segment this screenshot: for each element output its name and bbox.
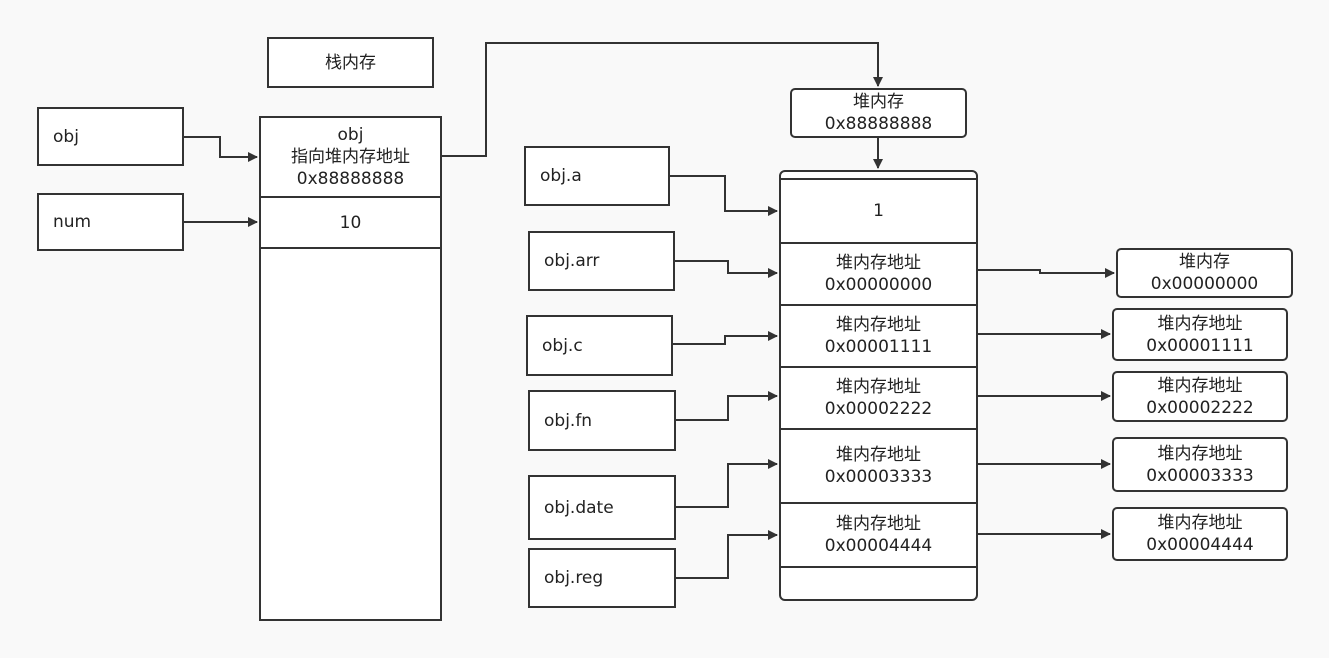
heap-header-title: 堆内存 <box>853 92 904 112</box>
prop-label: obj.reg <box>544 568 604 588</box>
prop-box-obj-date: obj.date <box>528 475 676 540</box>
heap-cell-line1: 1 <box>873 201 884 221</box>
heap-cell-line1: 堆内存地址 <box>836 315 921 335</box>
prop-label: obj.arr <box>544 251 600 271</box>
target-line2: 0x00002222 <box>1146 397 1254 418</box>
stack-var-num: num <box>37 193 184 251</box>
target-box-date: 堆内存地址 0x00003333 <box>1112 437 1288 492</box>
heap-cell-fn: 堆内存地址 0x00002222 <box>781 368 976 430</box>
stack-cell-num-value: 10 <box>339 212 362 233</box>
stack-var-obj-label: obj <box>53 126 79 147</box>
target-line2: 0x00000000 <box>1150 274 1259 294</box>
stack-cell-obj-name: obj <box>337 125 364 145</box>
prop-box-obj-c: obj.c <box>526 315 673 376</box>
prop-box-obj-fn: obj.fn <box>528 390 676 451</box>
target-line1: 堆内存 <box>1179 252 1230 272</box>
heap-cell-line1: 堆内存地址 <box>836 514 921 534</box>
prop-label: obj.fn <box>544 410 593 431</box>
arrow-prop-a <box>670 175 778 216</box>
target-line1: 堆内存地址 <box>1157 513 1243 533</box>
arrow-prop-c <box>673 331 778 345</box>
prop-box-obj-reg: obj.reg <box>528 548 676 608</box>
heap-cell-line2: 0x00000000 <box>824 275 933 295</box>
prop-label: obj.date <box>544 497 614 518</box>
target-box-arr: 堆内存 0x00000000 <box>1116 248 1293 298</box>
heap-cell-a: 1 <box>781 180 976 244</box>
arrow-prop-arr <box>675 260 778 278</box>
stack-cell-obj-addr: 0x88888888 <box>296 169 405 189</box>
target-line2: 0x00003333 <box>1146 465 1254 486</box>
stack-memory-column: obj 指向堆内存地址 0x88888888 10 <box>259 116 442 621</box>
stack-memory-title-text: 栈内存 <box>325 52 376 73</box>
target-line1: 堆内存地址 <box>1157 313 1243 334</box>
stack-var-obj: obj <box>37 107 184 166</box>
prop-label: obj.c <box>542 335 583 356</box>
stack-cell-num: 10 <box>261 198 440 249</box>
stack-var-num-label: num <box>53 212 92 232</box>
heap-cell-line2: 0x00002222 <box>824 399 933 419</box>
heap-cell-line2: 0x00001111 <box>824 337 933 357</box>
heap-cell-line1: 堆内存地址 <box>836 377 921 397</box>
heap-cell-line2: 0x00004444 <box>824 536 933 556</box>
target-line1: 堆内存地址 <box>1157 443 1243 464</box>
stack-memory-title: 栈内存 <box>267 37 434 88</box>
target-line1: 堆内存地址 <box>1157 375 1243 396</box>
heap-cell-top-strip <box>781 172 976 180</box>
prop-label: obj.a <box>540 166 582 186</box>
heap-header-box: 堆内存 0x88888888 <box>790 88 967 138</box>
target-line2: 0x00001111 <box>1146 335 1254 356</box>
heap-header-addr: 0x88888888 <box>824 114 933 134</box>
heap-cell-date: 堆内存地址 0x00003333 <box>781 430 976 504</box>
target-box-reg: 堆内存地址 0x00004444 <box>1112 507 1288 561</box>
prop-box-obj-a: obj.a <box>524 146 670 206</box>
prop-box-obj-arr: obj.arr <box>528 231 675 291</box>
heap-cell-reg: 堆内存地址 0x00004444 <box>781 504 976 568</box>
arrow-heap-arr-to-target <box>978 268 1115 278</box>
heap-cell-line1: 堆内存地址 <box>836 445 921 465</box>
stack-cell-obj-desc: 指向堆内存地址 <box>291 147 410 167</box>
heap-memory-column: 1 堆内存地址 0x00000000 堆内存地址 0x00001111 堆内存地… <box>779 170 978 601</box>
heap-cell-line1: 堆内存地址 <box>836 253 921 273</box>
heap-cell-arr: 堆内存地址 0x00000000 <box>781 244 976 306</box>
arrow-prop-fn <box>676 391 778 421</box>
arrow-prop-date <box>676 459 778 508</box>
arrow-prop-reg <box>676 530 778 579</box>
heap-cell-line2: 0x00003333 <box>824 467 933 487</box>
arrow-obj-to-stack <box>184 136 258 162</box>
target-box-fn: 堆内存地址 0x00002222 <box>1112 371 1288 422</box>
target-line2: 0x00004444 <box>1146 535 1254 555</box>
stack-cell-obj: obj 指向堆内存地址 0x88888888 <box>261 118 440 198</box>
target-box-c: 堆内存地址 0x00001111 <box>1112 308 1288 361</box>
heap-cell-c: 堆内存地址 0x00001111 <box>781 306 976 368</box>
